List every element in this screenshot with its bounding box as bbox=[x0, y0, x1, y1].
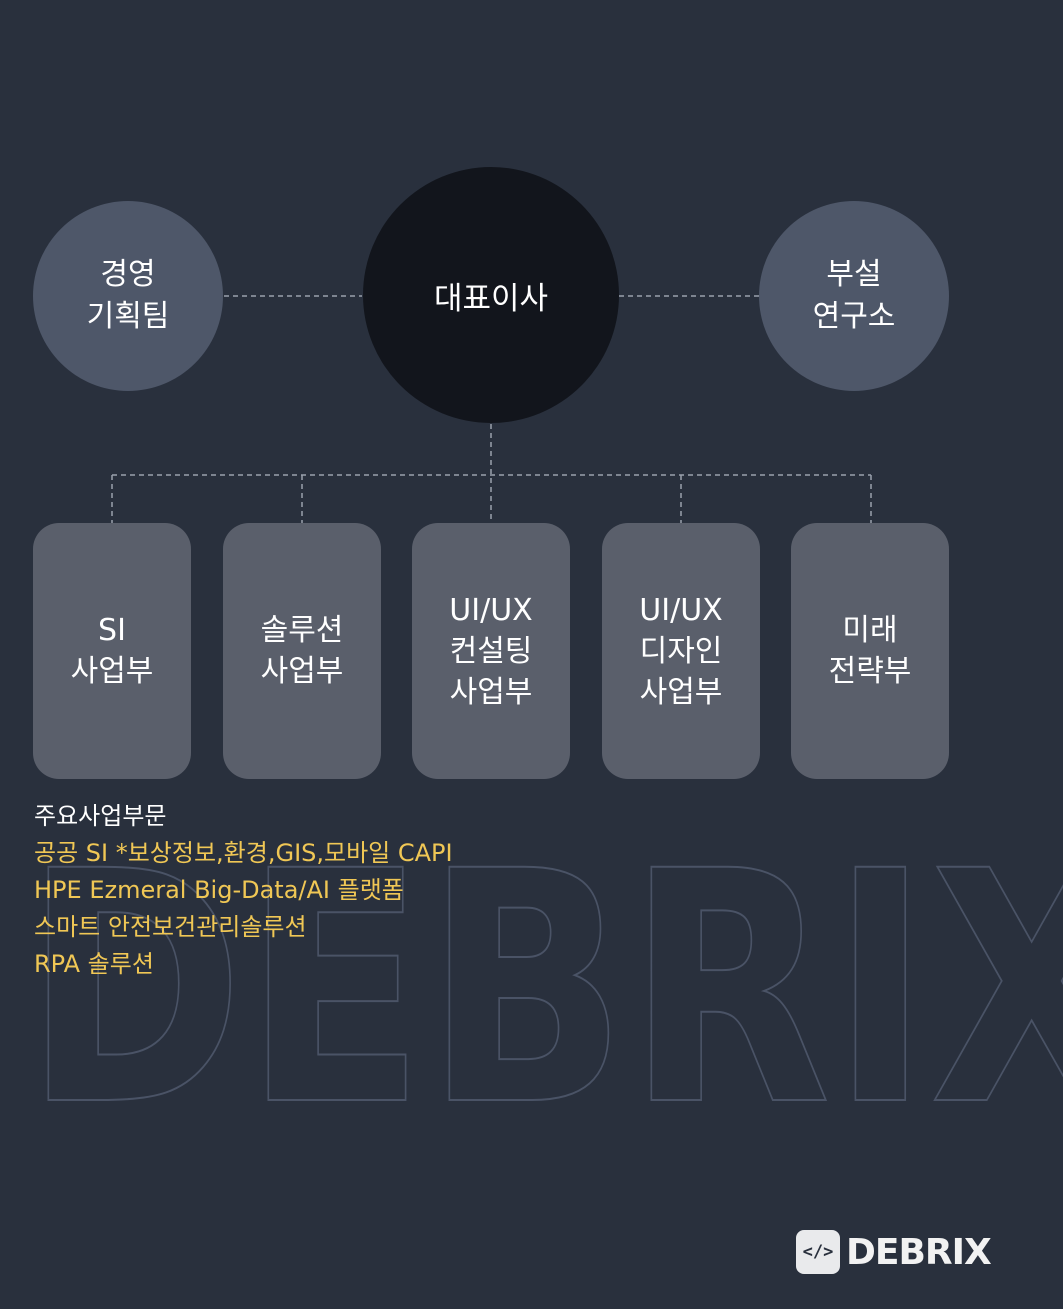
business-item: HPE Ezmeral Big-Data/AI 플랫폼 bbox=[34, 876, 404, 904]
node-management-planning: 경영 기획팀 bbox=[33, 201, 223, 391]
division-label: UI/UX 디자인 사업부 bbox=[639, 592, 723, 710]
division-label: 솔루션 사업부 bbox=[260, 613, 344, 689]
business-item: RPA 솔루션 bbox=[34, 950, 154, 978]
division-si: SI 사업부 bbox=[33, 523, 191, 779]
node-research-lab: 부설 연구소 bbox=[759, 201, 949, 391]
debrix-logo: </> DEBRIX bbox=[796, 1230, 992, 1274]
node-label: 대표이사 bbox=[433, 280, 549, 317]
business-list: 주요사업부문 공공 SI *보상정보,환경,GIS,모바일 CAPI HPE E… bbox=[34, 798, 453, 983]
division-label: SI 사업부 bbox=[70, 613, 154, 689]
node-ceo: 대표이사 bbox=[363, 167, 619, 423]
division-solution: 솔루션 사업부 bbox=[223, 523, 381, 779]
business-item: 스마트 안전보건관리솔루션 bbox=[34, 913, 307, 941]
division-uiux-consulting: UI/UX 컨설팅 사업부 bbox=[412, 523, 570, 779]
watermark-text: DEBRIX bbox=[24, 804, 1063, 1176]
node-label: 부설 연구소 bbox=[812, 257, 896, 334]
division-future-strategy: 미래 전략부 bbox=[791, 523, 949, 779]
division-uiux-design: UI/UX 디자인 사업부 bbox=[602, 523, 760, 779]
node-label: 경영 기획팀 bbox=[86, 257, 170, 334]
business-item: 공공 SI *보상정보,환경,GIS,모바일 CAPI bbox=[34, 839, 453, 867]
division-label: 미래 전략부 bbox=[828, 613, 912, 689]
division-label: UI/UX 컨설팅 사업부 bbox=[449, 592, 533, 710]
logo-wordmark: DEBRIX bbox=[846, 1231, 992, 1273]
business-title: 주요사업부문 bbox=[34, 802, 167, 830]
code-icon: </> bbox=[796, 1230, 840, 1274]
